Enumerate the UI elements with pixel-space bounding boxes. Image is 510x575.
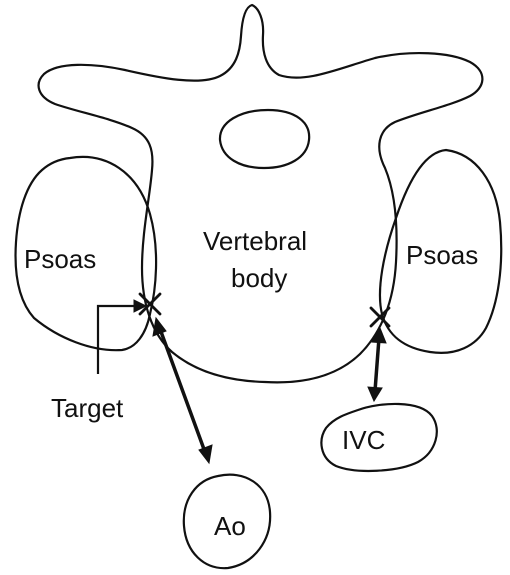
vertebral-body-label-line2: body bbox=[231, 263, 287, 293]
psoas-left-label: Psoas bbox=[24, 244, 96, 274]
ivc-label: IVC bbox=[342, 425, 385, 455]
target-label: Target bbox=[51, 393, 124, 423]
ivc-distance-arrow bbox=[368, 328, 386, 401]
spinal-canal bbox=[220, 110, 309, 168]
target-x-right bbox=[371, 308, 389, 326]
psoas-right-label: Psoas bbox=[406, 240, 478, 270]
vertebra-outline bbox=[39, 5, 483, 382]
aorta-label: Ao bbox=[214, 511, 246, 541]
vertebral-body-label-line1: Vertebral bbox=[203, 226, 307, 256]
target-pointer-arrow bbox=[98, 300, 146, 374]
